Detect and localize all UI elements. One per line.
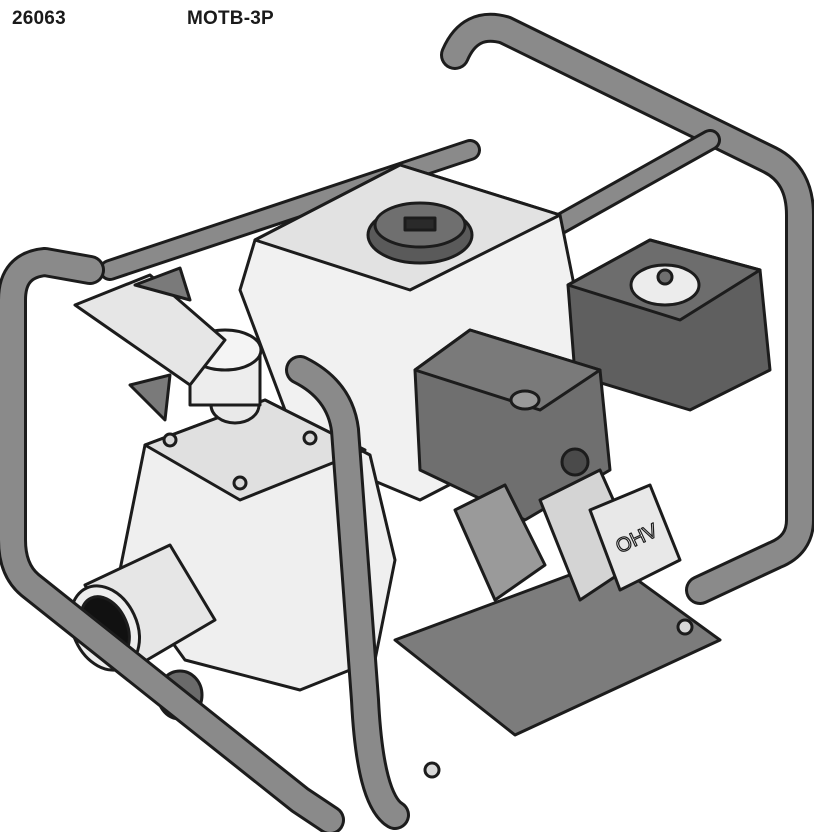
bolt — [162, 432, 178, 448]
bolt — [232, 475, 248, 491]
inlet-fitting — [73, 273, 227, 387]
bolt — [676, 618, 694, 636]
ohv-cover — [588, 483, 682, 592]
cylinder-fins — [453, 483, 547, 602]
article-number: 26063 — [12, 8, 66, 29]
bolt — [423, 761, 441, 779]
bolt — [302, 430, 318, 446]
model-name: MOTB-3P — [187, 8, 274, 29]
base-plate — [393, 558, 722, 737]
